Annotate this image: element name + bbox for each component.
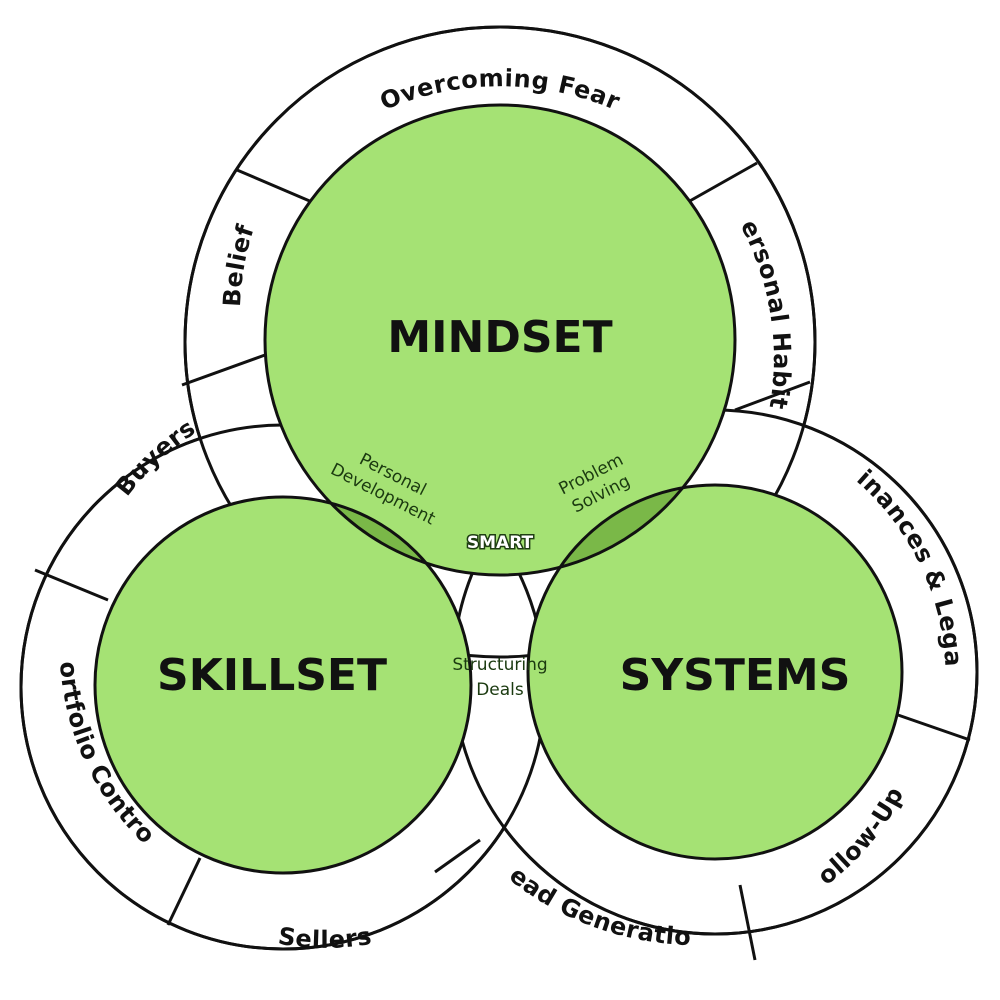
circle-skillset — [95, 497, 471, 873]
ring-label-sellers: Sellers — [276, 922, 373, 954]
circle-mindset — [265, 105, 735, 575]
circle-systems — [528, 485, 902, 859]
label-structuring-deals: Structuring Deals — [452, 655, 547, 700]
ring-dividers — [34, 161, 971, 961]
structuring-deals-line1: Structuring — [452, 655, 547, 675]
main-circles — [95, 105, 902, 873]
label-systems: SYSTEMS — [620, 650, 851, 701]
structuring-deals-line2: Deals — [476, 680, 524, 700]
label-mindset: MINDSET — [387, 312, 612, 363]
circle-outlines — [93, 103, 904, 875]
label-smart: SMART — [467, 533, 534, 553]
label-skillset: SKILLSET — [157, 650, 387, 701]
